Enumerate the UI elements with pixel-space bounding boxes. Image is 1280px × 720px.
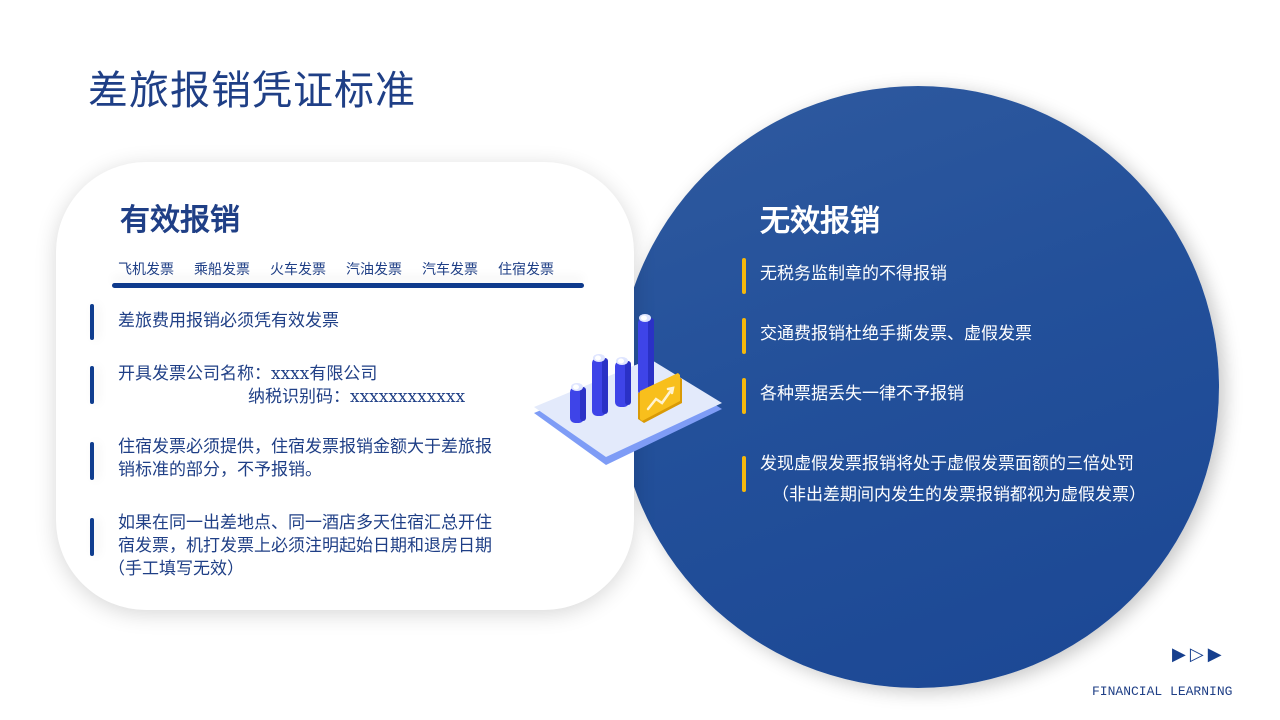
valid-item-text: 如果在同一出差地点、同一酒店多天住宿汇总开住 宿发票，机打发票上必须注明起始日期… (108, 512, 492, 581)
item-marker-bar (90, 304, 94, 340)
invoice-type-train: 火车发票 (270, 262, 326, 278)
text-line: 发现虚假发票报销将处于虚假发票面额的三倍处罚 (760, 454, 1134, 474)
invoice-type-hotel: 住宿发票 (498, 262, 554, 278)
text-line: 开具发票公司名称：xxxx有限公司 (118, 364, 378, 384)
page-title: 差旅报销凭证标准 (88, 68, 416, 114)
item-marker-bar (742, 378, 746, 414)
valid-item-text: 差旅费用报销必须凭有效发票 (118, 310, 339, 333)
text-line: 销标准的部分，不予报销。 (118, 460, 322, 480)
text-line: 如果在同一出差地点、同一酒店多天住宿汇总开住 (118, 513, 492, 533)
invoice-type-flight: 飞机发票 (118, 262, 174, 278)
invalid-item-text: 各种票据丢失一律不予报销 (760, 384, 964, 404)
valid-reimbursement-card (56, 162, 634, 610)
text-line: 纳税识别码：xxxxxxxxxxxx (248, 387, 466, 407)
invalid-item-text: 无税务监制章的不得报销 (760, 264, 947, 284)
nav-arrows: ▶ ▷ ▶ (1172, 645, 1222, 665)
invoice-types-underline (112, 283, 584, 288)
item-marker-bar (90, 518, 94, 556)
invalid-item-text: 发现虚假发票报销将处于虚假发票面额的三倍处罚 （非出差期间内发生的发票报销都视为… (760, 453, 1146, 507)
invalid-item-text: 交通费报销杜绝手撕发票、虚假发票 (760, 324, 1032, 344)
invoice-type-bus: 汽车发票 (422, 262, 478, 278)
text-line-note: （非出差期间内发生的发票报销都视为虚假发票） (772, 485, 1146, 505)
item-marker-bar (742, 318, 746, 354)
brand-footer: FINANCIAL LEARNING (1092, 684, 1233, 699)
bar-chart-illustration-icon (530, 305, 730, 475)
invoice-type-list: 飞机发票 乘船发票 火车发票 汽油发票 汽车发票 住宿发票 (118, 259, 554, 279)
play-arrow-icon: ▶ (1172, 644, 1186, 665)
item-marker-bar (90, 442, 94, 480)
invoice-type-ship: 乘船发票 (194, 262, 250, 278)
item-marker-bar (742, 456, 746, 492)
item-marker-bar (742, 258, 746, 294)
text-line: （手工填写无效） (108, 559, 244, 579)
play-arrow-outline-icon: ▷ (1189, 644, 1204, 665)
invalid-heading: 无效报销 (760, 204, 880, 239)
text-line: 差旅费用报销必须凭有效发票 (118, 311, 339, 331)
item-marker-bar (90, 366, 94, 404)
text-line: 住宿发票必须提供，住宿发票报销金额大于差旅报 (118, 437, 492, 457)
text-line: 宿发票，机打发票上必须注明起始日期和退房日期 (118, 536, 492, 556)
valid-item-text: 住宿发票必须提供，住宿发票报销金额大于差旅报 销标准的部分，不予报销。 (118, 436, 492, 482)
valid-item-text: 开具发票公司名称：xxxx有限公司 纳税识别码：xxxxxxxxxxxx (118, 363, 465, 409)
invalid-reimbursement-circle (617, 86, 1219, 688)
invoice-type-fuel: 汽油发票 (346, 262, 402, 278)
valid-heading: 有效报销 (120, 203, 240, 238)
play-arrow-icon: ▶ (1207, 644, 1222, 665)
